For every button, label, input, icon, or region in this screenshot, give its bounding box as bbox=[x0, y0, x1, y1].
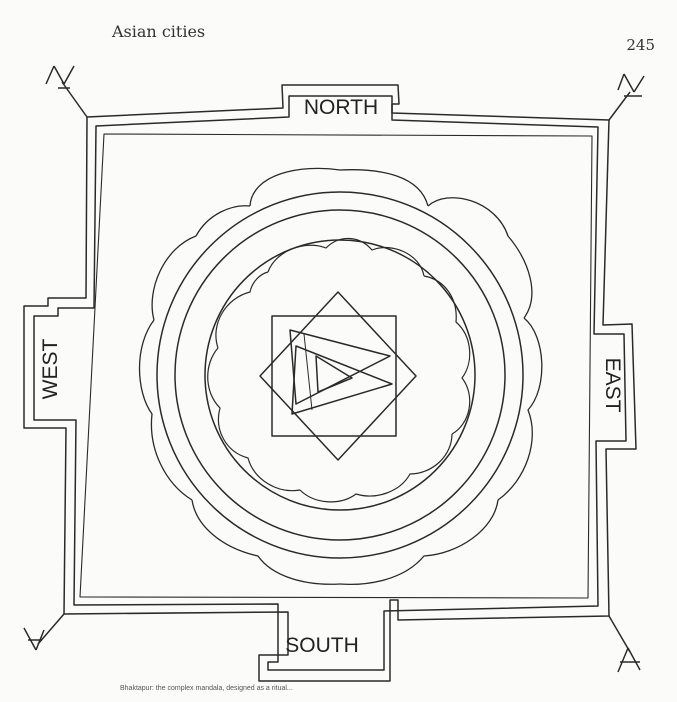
trident-icon bbox=[46, 66, 87, 117]
gate-label-south: SOUTH bbox=[285, 634, 359, 657]
inner-ring bbox=[205, 240, 475, 510]
gate-label-east: EAST bbox=[601, 358, 624, 413]
trident-icon bbox=[24, 614, 64, 650]
figure-caption: Bhaktapur: the complex mandala, designed… bbox=[120, 685, 293, 692]
outer-lotus bbox=[140, 168, 542, 584]
trident-icon bbox=[609, 74, 644, 120]
central-diamond bbox=[260, 292, 416, 460]
gate-label-west: WEST bbox=[39, 339, 62, 400]
gate-label-north: NORTH bbox=[304, 96, 378, 119]
outer-ring bbox=[157, 192, 523, 558]
trident-icon bbox=[609, 616, 640, 672]
outer-boundary bbox=[24, 85, 636, 681]
mid-ring bbox=[175, 210, 505, 540]
